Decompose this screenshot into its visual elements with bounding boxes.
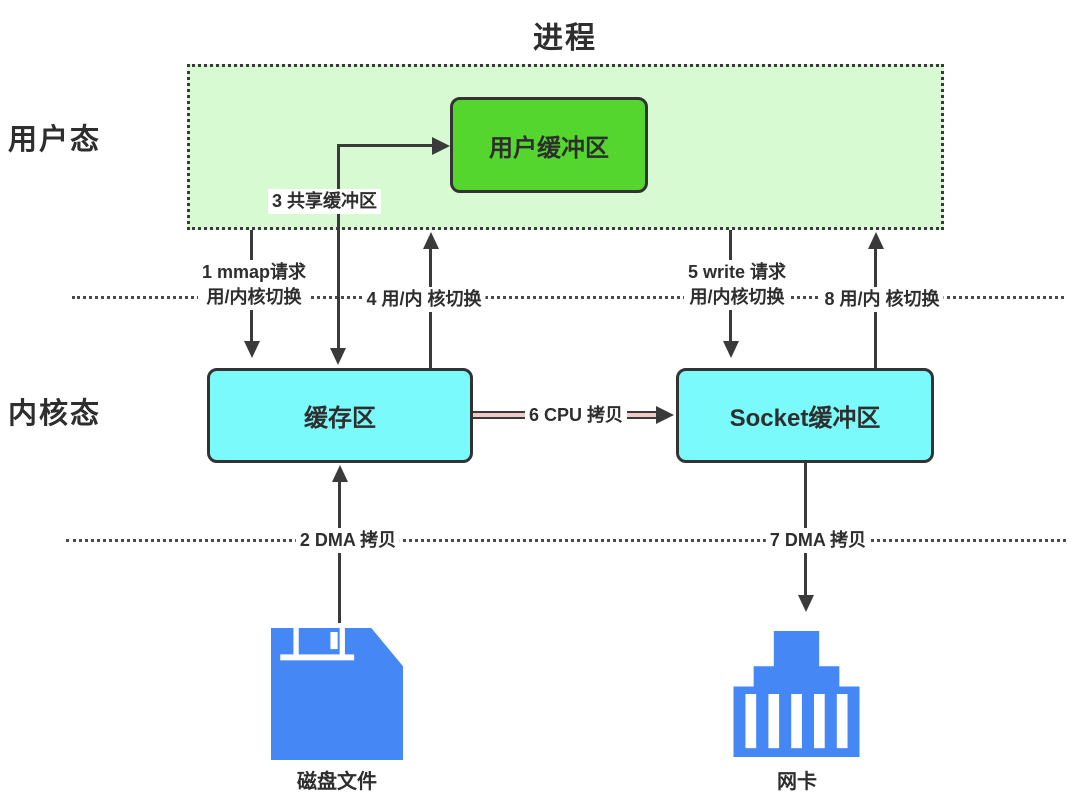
step1-label-line1: 1 mmap请求 bbox=[201, 262, 307, 282]
kernel-mode-label: 内核态 bbox=[8, 398, 102, 430]
arrow-step3-vertical-shaft bbox=[337, 146, 340, 348]
diagram-title: 进程 bbox=[533, 22, 597, 55]
arrow-step4-head bbox=[423, 232, 439, 249]
arrow-step2-head bbox=[332, 465, 348, 482]
floppy-disk-icon bbox=[271, 628, 403, 760]
arrow-step3-horizontal-shaft bbox=[337, 144, 432, 147]
step5-label: 5 write 请求 用/内核切换 bbox=[683, 260, 791, 310]
step5-label-line2: 用/内核切换 bbox=[689, 287, 785, 307]
step8-label: 8 用/内 核切换 bbox=[820, 287, 944, 312]
arrow-step7-shaft bbox=[804, 457, 807, 595]
user-mode-label: 用户态 bbox=[8, 124, 102, 156]
arrow-step7-head bbox=[798, 595, 814, 612]
step5-label-line1: 5 write 请求 bbox=[687, 262, 787, 282]
disk-label: 磁盘文件 bbox=[297, 771, 377, 793]
step1-label-line2: 用/内核切换 bbox=[206, 287, 302, 307]
arrow-step1-head bbox=[244, 341, 260, 358]
kernel-hardware-boundary-line bbox=[66, 539, 1066, 542]
socket-buffer-box: Socket缓冲区 bbox=[676, 368, 934, 463]
step4-label: 4 用/内 核切换 bbox=[362, 287, 486, 312]
kernel-buffer-label: 缓存区 bbox=[304, 405, 376, 432]
user-buffer-box: 用户缓冲区 bbox=[450, 97, 648, 193]
step6-label: 6 CPU 拷贝 bbox=[524, 403, 628, 428]
user-kernel-boundary-line bbox=[72, 296, 1064, 299]
socket-buffer-label: Socket缓冲区 bbox=[729, 405, 881, 432]
arrow-step6-head bbox=[656, 406, 674, 424]
kernel-buffer-box: 缓存区 bbox=[207, 368, 473, 463]
step1-label: 1 mmap请求 用/内核切换 bbox=[197, 260, 311, 310]
step7-label: 7 DMA 拷贝 bbox=[765, 528, 871, 553]
arrow-step5-head bbox=[723, 341, 739, 358]
network-card-icon bbox=[733, 631, 860, 757]
arrow-step3-head-right bbox=[432, 137, 450, 155]
arrow-step8-head bbox=[868, 232, 884, 249]
step2-label: 2 DMA 拷贝 bbox=[295, 528, 401, 553]
arrow-step3-head-down bbox=[330, 348, 346, 365]
nic-label: 网卡 bbox=[777, 771, 817, 793]
user-buffer-label: 用户缓冲区 bbox=[489, 134, 609, 162]
step3-label: 3 共享缓冲区 bbox=[268, 189, 382, 214]
